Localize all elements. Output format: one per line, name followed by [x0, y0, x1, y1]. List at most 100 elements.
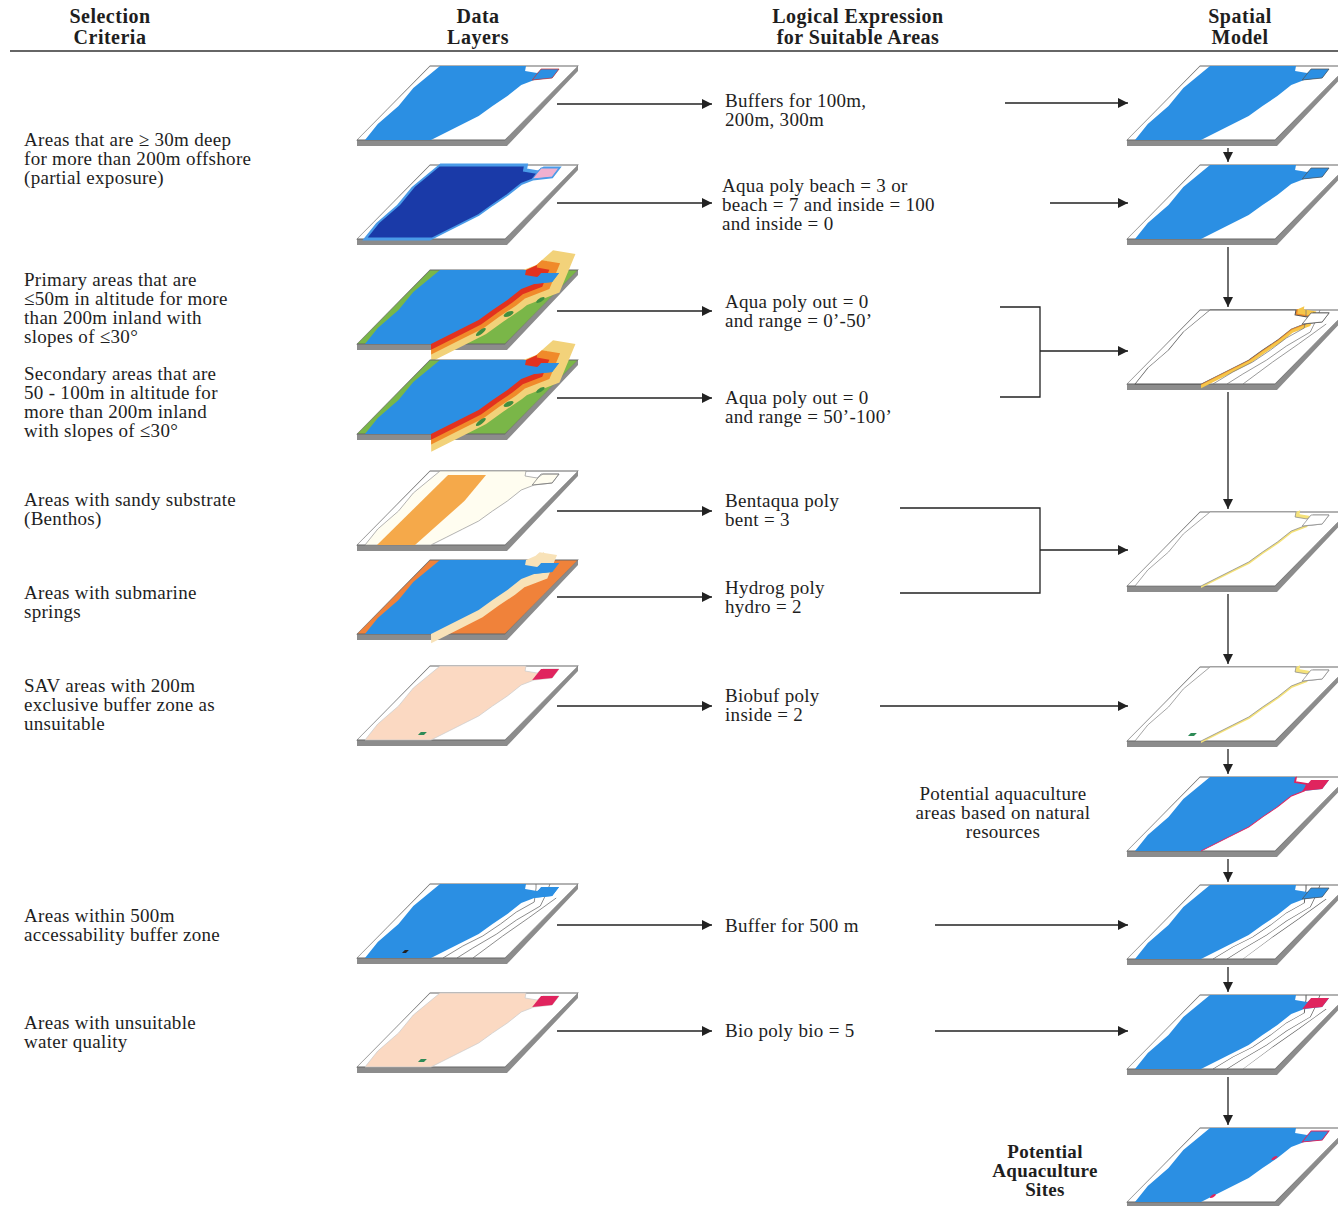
data-layer-map — [530, 363, 561, 374]
spatial-model-map — [1127, 995, 1338, 1069]
logical-expression: Hydrog poly hydro = 2 — [725, 578, 860, 616]
spatial-model-map — [1127, 777, 1338, 851]
data-layer-map — [357, 993, 578, 1073]
flow-arrow — [935, 924, 1128, 925]
spatial-model-map — [1132, 995, 1334, 1069]
spatial-model-map — [1127, 66, 1338, 146]
data-layer-map — [530, 996, 561, 1007]
spatial-model-map — [1127, 1128, 1338, 1202]
flow-arrow — [1050, 202, 1128, 203]
column-header: Selection Criteria — [40, 6, 180, 48]
flow-arrow — [1227, 749, 1228, 774]
flow-arrow — [557, 103, 1228, 1125]
spatial-model-map — [1127, 777, 1338, 857]
flow-arrow — [1040, 549, 1128, 550]
flow-arrow — [935, 1030, 1128, 1031]
flow-arrow — [1227, 392, 1228, 509]
spatial-model-map — [1127, 165, 1338, 245]
flow-arrow — [1227, 594, 1228, 664]
data-layer-map — [362, 666, 564, 740]
spatial-model-map — [1132, 885, 1334, 959]
header-rule — [10, 50, 1338, 52]
logical-expression: Buffer for 500 m — [725, 916, 925, 935]
spatial-model-map — [1188, 733, 1197, 736]
data-layer-map — [357, 270, 578, 344]
data-layer-map — [502, 401, 516, 407]
spatial-model-map — [1300, 888, 1331, 899]
merge-bracket — [900, 307, 1040, 593]
flow-arrow — [1227, 967, 1228, 992]
spatial-model-map — [1300, 313, 1331, 324]
data-layer-map — [362, 270, 564, 344]
data-layer-map — [362, 884, 564, 958]
spatial-model-map — [1127, 885, 1338, 959]
model-caption: Potential aquaculture areas based on nat… — [914, 784, 1092, 841]
spatial-model-map — [1127, 885, 1338, 959]
logical-expression: Biobuf poly inside = 2 — [725, 686, 860, 724]
data-layer-map — [357, 666, 578, 740]
spatial-model-map — [1127, 995, 1338, 1075]
spatial-model-map — [1132, 310, 1334, 384]
spatial-model-map — [1300, 670, 1331, 681]
data-layer-map — [357, 666, 578, 746]
data-layer-map — [357, 666, 578, 746]
data-layer-map — [357, 66, 578, 146]
spatial-model-map — [1127, 885, 1338, 965]
selection-criterion: Primary areas that are ≤50m in altitude … — [24, 270, 229, 346]
data-layer-map — [357, 471, 578, 551]
spatial-model-map — [1132, 1128, 1334, 1202]
spatial-model-map — [1127, 995, 1338, 1069]
data-layer-map — [418, 1059, 427, 1062]
spatial-model-map — [1127, 66, 1338, 146]
flow-arrow — [557, 705, 712, 706]
spatial-model-map — [1132, 66, 1334, 140]
data-layer-map — [474, 418, 488, 426]
result-caption: Potential Aquaculture Sites — [985, 1142, 1105, 1199]
selection-criterion: Areas within 500m accessability buffer z… — [24, 906, 234, 944]
data-layer-map — [357, 270, 578, 350]
spatial-model-map — [1127, 310, 1338, 390]
flow-arrow — [1227, 1077, 1228, 1125]
data-layer-map — [357, 884, 578, 964]
data-layer-map — [362, 360, 564, 434]
data-layer-map — [357, 360, 578, 434]
data-layer-map — [357, 884, 578, 964]
data-layer-map — [357, 66, 578, 140]
data-layer-map — [357, 165, 578, 239]
data-layer-map — [377, 475, 490, 545]
data-layer-map — [357, 560, 578, 640]
flow-arrow — [557, 596, 712, 597]
spatial-model-map — [1127, 512, 1338, 592]
flow-arrow — [557, 202, 712, 203]
data-layer-map — [530, 669, 561, 680]
data-layer-map — [357, 471, 578, 551]
data-layer-map — [357, 270, 578, 344]
spatial-model-map — [1127, 1128, 1338, 1206]
flow-arrow — [557, 510, 712, 511]
data-layer-map — [362, 165, 564, 239]
data-layer-map — [530, 69, 561, 80]
selection-criterion: Secondary areas that are 50 - 100m in al… — [24, 364, 229, 440]
flow-arrow — [1040, 350, 1128, 351]
data-layer-map — [530, 168, 561, 179]
data-layer-map — [530, 273, 561, 284]
selection-criterion: Areas with submarine springs — [24, 583, 214, 621]
data-layer-map — [418, 732, 427, 735]
data-layer-map — [530, 474, 561, 485]
data-layer-map — [357, 165, 578, 245]
spatial-model-map — [1300, 780, 1331, 791]
column-header: Logical Expression for Suitable Areas — [758, 6, 958, 48]
logical-expression: Aqua poly out = 0 and range = 0’-50’ — [725, 292, 897, 330]
logical-expression: Aqua poly beach = 3 or beach = 7 and ins… — [722, 176, 944, 233]
spatial-model-map — [1127, 310, 1338, 384]
spatial-model-map — [1127, 995, 1338, 1075]
spatial-model-map — [1300, 515, 1331, 526]
data-layer-map — [357, 993, 578, 1073]
spatial-model-map — [1127, 1128, 1338, 1206]
logical-expression: Bio poly bio = 5 — [725, 1021, 925, 1040]
data-layer-map — [362, 471, 564, 545]
data-layer-map — [357, 165, 578, 239]
spatial-model-map — [1270, 1156, 1278, 1160]
spatial-model-map — [1132, 667, 1334, 741]
spatial-model-map — [1127, 165, 1338, 239]
